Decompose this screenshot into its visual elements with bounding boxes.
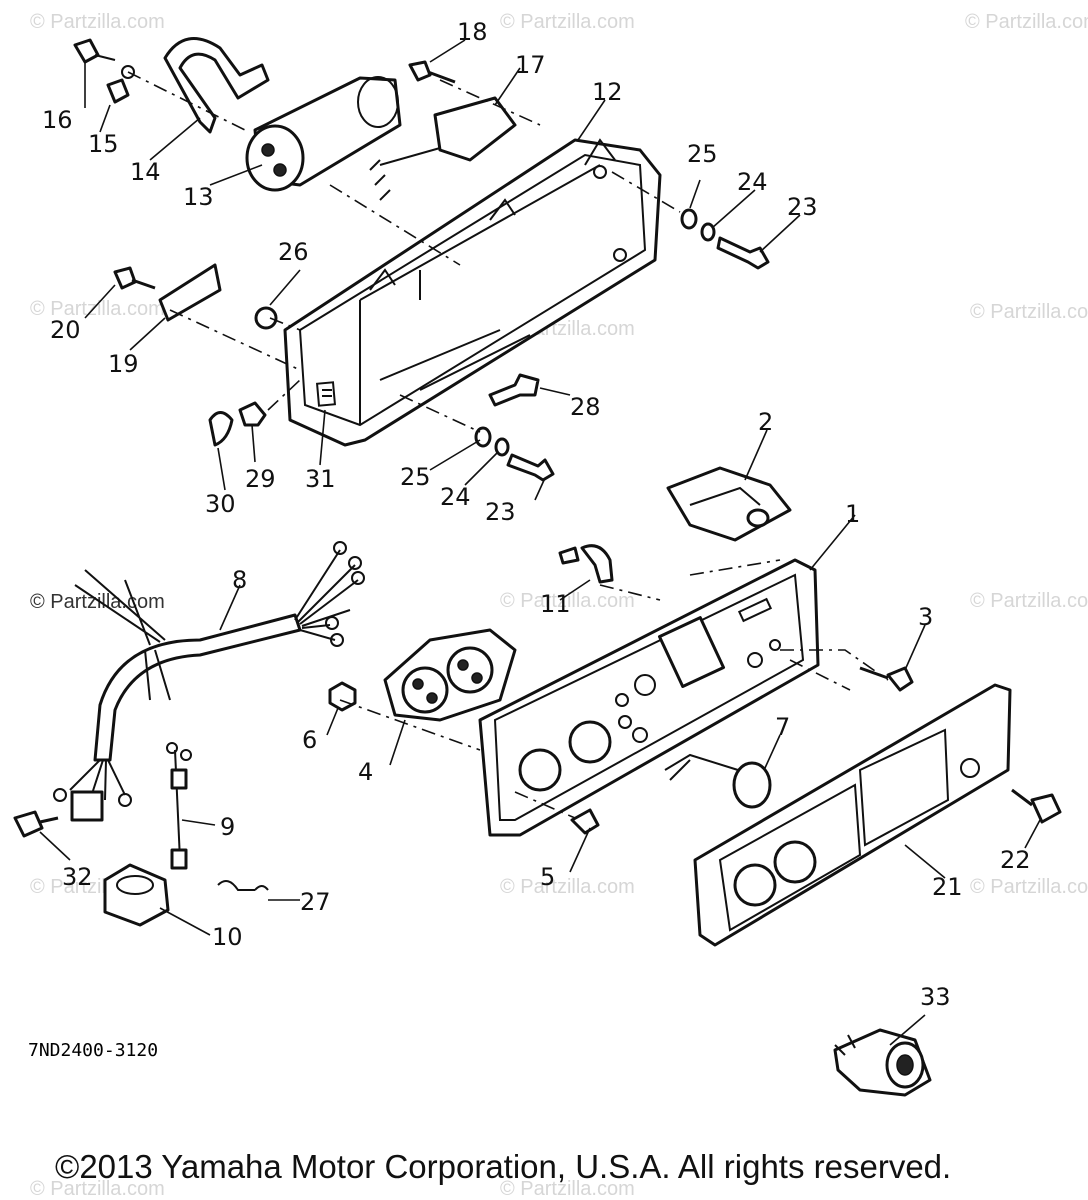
front-panel (478, 558, 820, 837)
watermark: © Partzilla.com (970, 301, 1088, 323)
screw-18 (408, 60, 456, 84)
watermark: © Partzilla.com (500, 11, 635, 33)
watermark-dark: © Partzilla.com (30, 591, 165, 613)
assembly-lines-upper (127, 71, 681, 433)
mounting-plate (113, 263, 222, 322)
callout-21: 21 (932, 873, 963, 901)
control-box-housing (283, 138, 662, 447)
wire-harness (53, 541, 365, 822)
callout-23-lower: 23 (485, 498, 516, 526)
assembly-lines-lower (339, 559, 889, 819)
watermark: © Partzilla.com (970, 876, 1088, 898)
diagram-code: 7ND2400-3120 (28, 1040, 159, 1061)
callout-28: 28 (570, 393, 601, 421)
clip-30 (208, 411, 234, 447)
callout-17: 17 (515, 51, 546, 79)
callout-5: 5 (540, 863, 555, 891)
callout-3: 3 (918, 603, 933, 631)
watermark: © Partzilla.com (500, 876, 635, 898)
screw-32 (13, 810, 59, 838)
callout-11: 11 (540, 590, 571, 618)
callout-19: 19 (108, 350, 139, 378)
cable-clamp (558, 544, 614, 584)
callout-33: 33 (920, 983, 951, 1011)
callout-16: 16 (42, 106, 73, 134)
watermark: © Partzilla.com (30, 298, 165, 320)
callout-10: 10 (212, 923, 243, 951)
outlet-receptacle (383, 628, 517, 722)
callout-22: 22 (1000, 846, 1031, 874)
grommet (103, 863, 170, 927)
callout-29: 29 (245, 465, 276, 493)
watermarks: © Partzilla.com © Partzilla.com © Partzi… (30, 11, 1088, 1200)
watermark: © Partzilla.com (970, 590, 1088, 612)
wire-9 (166, 742, 192, 870)
switch (666, 466, 792, 542)
screw-3 (859, 666, 914, 692)
screw-22 (1011, 788, 1062, 824)
screw-and-clip (73, 38, 135, 104)
callout-24-lower: 24 (440, 483, 471, 511)
watermark: © Partzilla.com (500, 590, 635, 612)
callout-14: 14 (130, 158, 161, 186)
spring-clip (217, 880, 269, 891)
key-switch (833, 1028, 932, 1097)
callout-18: 18 (457, 18, 488, 46)
callout-15: 15 (88, 130, 119, 158)
nut-6 (328, 681, 357, 712)
leader-lines (39, 39, 1041, 1046)
copyright-notice: ©2013 Yamaha Motor Corporation, U.S.A. A… (55, 1148, 952, 1185)
nut-29 (238, 401, 267, 427)
upper-bolt-set (680, 208, 770, 270)
screw-5 (570, 808, 600, 835)
pilot-lamp (664, 753, 772, 809)
callout-7: 7 (775, 713, 790, 741)
callout-27: 27 (300, 888, 331, 916)
callout-1: 1 (845, 500, 860, 528)
cover-plate (693, 683, 1012, 947)
capacitor (245, 76, 402, 192)
callout-13: 13 (183, 183, 214, 211)
callout-23: 23 (787, 193, 818, 221)
lower-bolt-set (474, 426, 555, 482)
callout-8: 8 (232, 566, 247, 594)
callout-32: 32 (62, 863, 93, 891)
watermark: © Partzilla.com (30, 11, 165, 33)
callout-30: 30 (205, 490, 236, 518)
capacitor-bracket (163, 37, 270, 134)
callout-9: 9 (220, 813, 235, 841)
callout-25-lower: 25 (400, 463, 431, 491)
callout-26: 26 (278, 238, 309, 266)
watermark: © Partzilla.com (500, 1178, 635, 1200)
watermark: © Partzilla.com (965, 11, 1088, 33)
bolt-28 (488, 373, 540, 407)
callout-12: 12 (592, 78, 623, 106)
callout-20: 20 (50, 316, 81, 344)
callout-25: 25 (687, 140, 718, 168)
callout-31: 31 (305, 465, 336, 493)
nut-26 (254, 306, 278, 330)
callout-2: 2 (758, 408, 773, 436)
callout-6: 6 (302, 726, 317, 754)
callout-24: 24 (737, 168, 768, 196)
callout-labels: 1 2 3 4 5 6 7 8 9 10 11 12 13 14 15 16 1… (42, 18, 1031, 1011)
callout-4: 4 (358, 758, 373, 786)
watermark: © Partzilla.com (30, 1178, 165, 1200)
